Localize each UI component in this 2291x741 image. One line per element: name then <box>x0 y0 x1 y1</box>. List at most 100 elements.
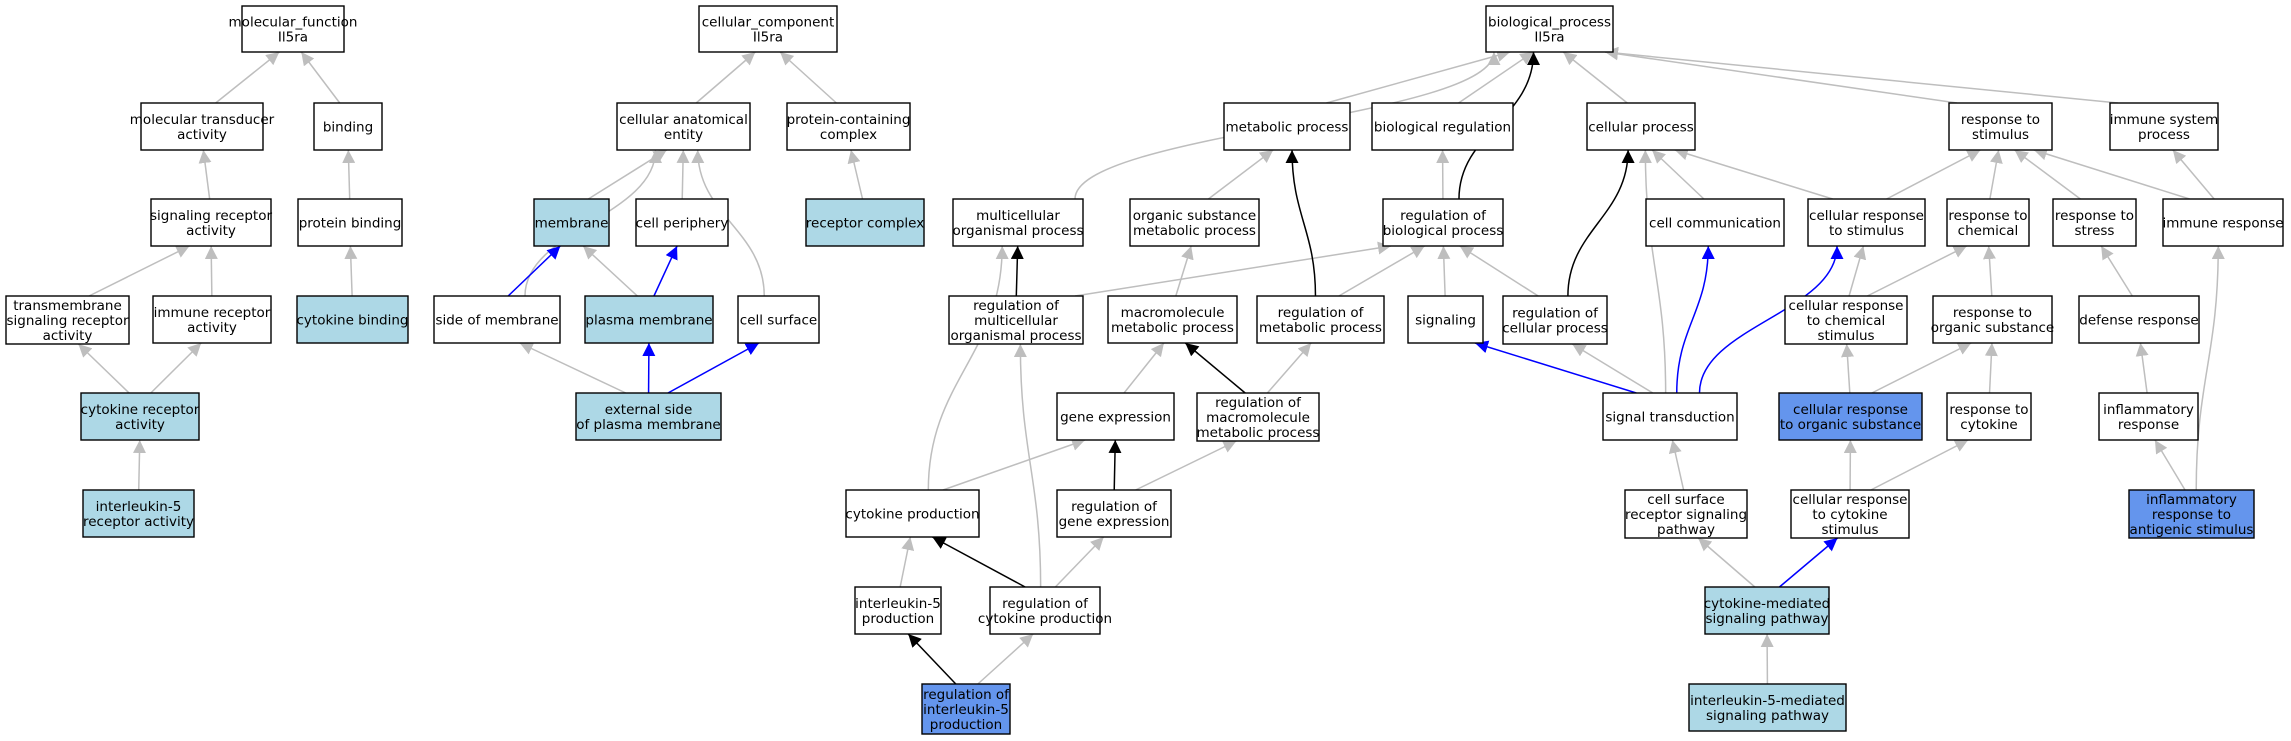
edge-cb-to-pb <box>344 245 358 297</box>
edge-som-to-membrane <box>507 245 561 297</box>
node-label-line: cellular response <box>1809 208 1924 224</box>
edge-is-a <box>695 51 756 104</box>
node-box <box>533 198 610 247</box>
go-term-node-sig: signaling <box>1407 295 1484 344</box>
node-label-line: inflammatory <box>2146 492 2237 508</box>
edge-cellp-to-bp <box>1562 51 1628 104</box>
node-box <box>584 295 714 344</box>
node-label-line: organismal process <box>950 328 1081 344</box>
edge-is-a <box>1604 47 1958 104</box>
edge-rc-to-pcc <box>847 149 864 200</box>
edge-regulates <box>1567 149 1635 297</box>
edge-is-a <box>942 438 1086 491</box>
node-label-line: response to <box>2055 208 2134 224</box>
node-label-line: receptor activity <box>83 514 194 530</box>
node-label-line: organic substance <box>1931 320 2054 336</box>
node-label-line: cytokine binding <box>296 313 408 329</box>
edge-rts-to-bp <box>1604 47 1958 104</box>
node-box <box>1790 489 1910 539</box>
go-term-node-cs: cell surface <box>737 295 820 344</box>
node-label-line: cell surface <box>1647 492 1724 508</box>
edge-tsra-to-sra <box>88 245 190 297</box>
edge-is-a <box>582 245 638 297</box>
edge-ge-to-mmp <box>1123 342 1165 394</box>
edge-espm-to-cs <box>667 342 760 394</box>
node-label-line: to chemical <box>1807 313 1885 329</box>
edge-is-a <box>1697 537 1756 588</box>
edge-positively-regulates <box>1676 245 1715 394</box>
edge-is-a <box>1175 245 1194 297</box>
edge-is-a <box>2033 147 2190 200</box>
node-label-line: regulation of <box>1071 499 1158 515</box>
edge-is-a <box>1841 343 1854 394</box>
node-label-line: response to <box>2152 507 2231 523</box>
node-box <box>1256 295 1385 344</box>
edge-positively-regulates <box>1778 537 1839 588</box>
edge-pcc-to-cc <box>779 51 837 104</box>
node-label-line: production <box>930 717 1003 733</box>
node-label-line: organismal process <box>952 223 1083 239</box>
edge-is-a <box>927 245 1009 491</box>
edge-cmsp-to-csrsp <box>1697 537 1756 588</box>
node-box <box>313 102 383 151</box>
go-term-node-ge: gene expression <box>1056 392 1175 441</box>
node-box <box>1056 489 1172 538</box>
node-label-line: chemical <box>1958 223 2019 239</box>
edge-is-a <box>1866 245 1968 297</box>
edge-is-a <box>1326 49 1511 104</box>
edge-il5p-to-cyp <box>899 536 915 588</box>
edge-ira-to-sra <box>204 245 218 297</box>
node-label-line: cytokine production <box>845 507 979 523</box>
edge-regulates <box>1285 149 1317 297</box>
go-term-node-rc: receptor complex <box>805 198 925 247</box>
node-label-line: receptor complex <box>806 216 924 232</box>
node-label-line: complex <box>820 127 877 143</box>
node-box <box>433 295 561 344</box>
edge-infr-to-dr <box>2135 342 2149 394</box>
node-label-line: cytokine receptor <box>81 402 200 418</box>
node-label-line: signaling receptor <box>6 313 129 329</box>
node-label-line: interleukin-5 <box>923 702 1009 718</box>
node-label-line: biological_process <box>1488 15 1611 31</box>
edge-irtas-to-ir <box>2195 245 2225 491</box>
edge-rmp-to-rbp <box>1338 245 1426 297</box>
node-label-line: cell periphery <box>636 216 729 232</box>
node-label-line: metabolic process <box>1259 320 1382 336</box>
node-label-line: production <box>862 611 935 627</box>
node-box <box>1948 102 2053 151</box>
edge-is-a <box>1571 343 1654 394</box>
node-box <box>2052 198 2137 247</box>
edge-rmop-to-rbp <box>1074 241 1392 297</box>
edge-cra-to-tsra <box>77 343 130 394</box>
edge-crtcs-to-rtc <box>1866 245 1968 297</box>
node-label-line: immune receptor <box>154 305 271 321</box>
node-label-line: entity <box>664 127 703 143</box>
edge-mta-to-mf <box>215 51 280 104</box>
edge-is-a <box>133 439 147 491</box>
node-box <box>1382 198 1504 247</box>
node-label-line: pathway <box>1657 522 1715 538</box>
node-box <box>952 198 1084 247</box>
node-label-line: response to <box>1949 402 2028 418</box>
edge-binding-to-mf <box>300 51 341 104</box>
node-label-line: regulation of <box>1278 305 1365 321</box>
node-box <box>921 683 1011 735</box>
node-label-line: signaling pathway <box>1705 611 1828 627</box>
node-box <box>845 489 980 538</box>
edge-regulates <box>1108 439 1122 491</box>
node-box <box>575 392 722 441</box>
edge-espm-to-som <box>519 342 627 394</box>
go-term-node-cp: cell periphery <box>635 198 729 247</box>
edge-crtcs-to-crts <box>1848 245 1867 297</box>
edge-csrsp-to-st <box>1668 439 1685 491</box>
